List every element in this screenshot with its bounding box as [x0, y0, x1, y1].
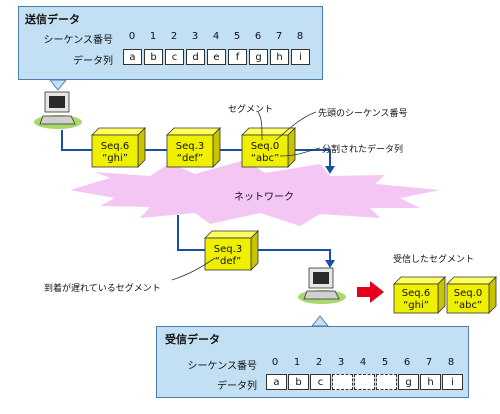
- recv-cell: g: [398, 374, 419, 390]
- segment-cube-seq3: [166, 127, 221, 168]
- send-num: 0: [128, 31, 136, 42]
- recv-num: 3: [337, 357, 345, 368]
- send-panel-pointer: [48, 79, 68, 91]
- send-cell: g: [249, 49, 268, 65]
- seg3-data-text: “def”: [177, 153, 203, 164]
- send-cell: h: [270, 49, 289, 65]
- segment-label: セグメント: [228, 105, 274, 115]
- recv-path-arrowhead: [325, 260, 335, 268]
- recv-cell: c: [310, 374, 331, 390]
- sender-computer-icon: [34, 91, 82, 129]
- delayed-callout-line: [171, 257, 216, 281]
- recv-panel-title: 受信データ: [165, 333, 220, 346]
- recv6-seq-text: Seq.6: [402, 288, 430, 299]
- send-data-panel: 送信データ シーケンス番号 データ列 0 1 2 3 4 5 6 7 8 a b…: [18, 6, 323, 80]
- seg6-seq-text: Seq.6: [101, 141, 129, 152]
- split-data-label: 分割されたデータ列: [322, 145, 404, 155]
- network-label: ネットワーク: [234, 192, 294, 203]
- recv-num: 5: [381, 357, 389, 368]
- send-num: 5: [233, 31, 241, 42]
- recv-cell: b: [288, 374, 309, 390]
- recv-seq-label: シーケンス番号: [187, 361, 258, 372]
- send-path-arrowhead: [325, 166, 335, 174]
- send-num: 2: [170, 31, 178, 42]
- send-num: 3: [191, 31, 199, 42]
- send-num: 6: [254, 31, 262, 42]
- recv-num: 6: [403, 357, 411, 368]
- recv-data-label: データ列: [217, 381, 257, 392]
- recv-cell-missing: [332, 374, 353, 390]
- recv-num: 4: [359, 357, 367, 368]
- segment-cube-seq0: [241, 127, 296, 168]
- recv-cell: i: [442, 374, 463, 390]
- recv-num: 0: [271, 357, 279, 368]
- segment-callout-line: [257, 111, 263, 141]
- send-seq-label: シーケンス番号: [43, 35, 114, 46]
- recv-num: 2: [315, 357, 323, 368]
- seg0-data-text: “abc”: [251, 153, 279, 164]
- delayed-seq-text: Seq.3: [214, 244, 242, 255]
- recv-cell: a: [266, 374, 287, 390]
- delayed-label: 到着が遅れているセグメント: [44, 284, 161, 294]
- send-data-label: データ列: [73, 56, 113, 67]
- recv-panel-pointer: [310, 315, 330, 327]
- recv-data-panel: 受信データ シーケンス番号 データ列 0 1 2 3 4 5 6 7 8 a b…: [156, 326, 469, 398]
- recv-cell: h: [420, 374, 441, 390]
- received-segments-label: 受信したセグメント: [393, 255, 475, 265]
- head-seq-label: 先頭のシーケンス番号: [318, 109, 408, 119]
- head-seq-callout-line: [275, 111, 317, 141]
- send-num: 4: [212, 31, 220, 42]
- recv-cell-missing: [354, 374, 375, 390]
- recv0-data-text: “abc”: [454, 300, 482, 311]
- received-cube-seq0: [446, 276, 497, 314]
- recv-num: 7: [425, 357, 433, 368]
- seg0-seq-text: Seq.0: [251, 141, 279, 152]
- send-panel-title: 送信データ: [25, 13, 80, 26]
- recv-num: 1: [293, 357, 301, 368]
- red-arrow: [357, 281, 384, 303]
- seg3-seq-text: Seq.3: [176, 141, 204, 152]
- segment-cube-seq6: [91, 127, 146, 168]
- recv6-data-text: “ghi”: [403, 300, 429, 311]
- send-num: 8: [296, 31, 304, 42]
- send-cell: a: [123, 49, 142, 65]
- seg6-data-text: “ghi”: [102, 153, 128, 164]
- send-cell: i: [291, 49, 310, 65]
- send-cell: e: [207, 49, 226, 65]
- delayed-data-text: “def”: [215, 256, 241, 267]
- recv0-seq-text: Seq.0: [454, 288, 482, 299]
- network-cloud: [70, 160, 440, 226]
- recv-cell-missing: [376, 374, 397, 390]
- send-cell: f: [228, 49, 247, 65]
- recv-num: 8: [447, 357, 455, 368]
- send-cell: c: [165, 49, 184, 65]
- send-cell: d: [186, 49, 205, 65]
- send-cell: b: [144, 49, 163, 65]
- receiver-computer-icon: [298, 267, 346, 304]
- send-num: 7: [275, 31, 283, 42]
- received-cube-seq6: [393, 276, 446, 314]
- split-data-callout-line: [279, 147, 321, 157]
- send-num: 1: [149, 31, 157, 42]
- delayed-segment-cube: [204, 230, 259, 271]
